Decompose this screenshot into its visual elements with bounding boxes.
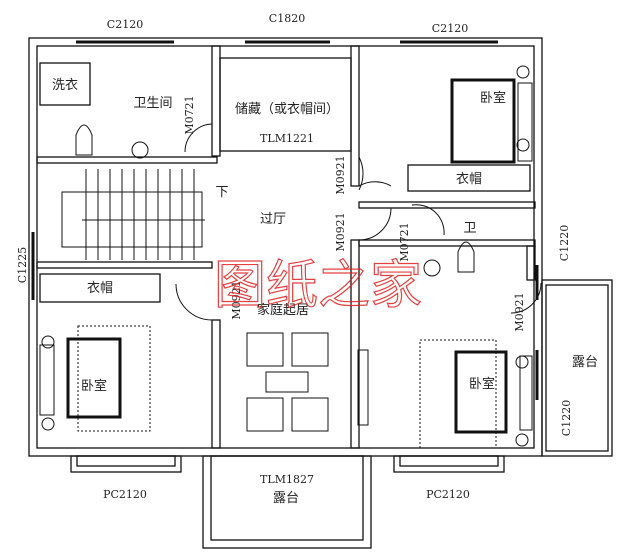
- bed-top-right: [450, 65, 533, 164]
- living-furniture: [246, 332, 329, 432]
- room-laundry: 洗衣: [52, 77, 78, 93]
- terrace-right: [541, 279, 613, 457]
- door-label-bedroom-tr-1: M0921: [334, 155, 347, 194]
- window-label-left: C1225: [16, 247, 29, 283]
- room-bedroom-left: 卧室: [81, 378, 107, 394]
- laundry-box: [39, 62, 91, 106]
- window-label-top-mid: C1820: [269, 12, 305, 25]
- door-label-storage: TLM1221: [260, 132, 314, 145]
- door-label-bath-right: M0721: [398, 222, 411, 261]
- interior-walls: [36, 45, 536, 449]
- door-label-balcony: TLM1827: [260, 473, 314, 486]
- terrace-right-inner: [545, 284, 609, 452]
- room-hall: 过厅: [260, 212, 286, 227]
- balcony-bottom-inner: [210, 455, 364, 541]
- bed-left: [39, 325, 151, 432]
- staircase: [61, 169, 205, 260]
- bed-right: [419, 339, 533, 449]
- bay-window-right: [393, 455, 505, 473]
- room-closet-right: 衣帽: [456, 171, 482, 187]
- door-label-bath-left: M0721: [183, 95, 196, 134]
- door-label-terrace-right: M0921: [513, 292, 526, 331]
- window-label-bottom-right: PC2120: [426, 488, 470, 501]
- window-label-right-upper: C1220: [558, 225, 571, 261]
- door-swings: [175, 123, 542, 321]
- window-label-right-lower: C1220: [560, 400, 573, 436]
- room-bath-right: 卫: [463, 221, 476, 236]
- room-living: 家庭起居: [257, 302, 309, 318]
- bay-window-left-inner: [76, 455, 176, 467]
- room-bedroom-right: 卧室: [469, 376, 495, 392]
- watermark: 图纸之家: [214, 256, 422, 316]
- bath-fixtures: [75, 124, 475, 277]
- window-label-top-left: C2120: [107, 18, 143, 31]
- bay-window-right-inner: [399, 455, 499, 467]
- door-label-bedroom-tr-2: M0921: [334, 212, 347, 251]
- closet-right: [407, 164, 531, 192]
- door-label-bedroom-left: M0921: [230, 280, 243, 319]
- room-bedroom-top-right: 卧室: [480, 90, 506, 106]
- window-label-bottom-left: PC2120: [103, 488, 147, 501]
- room-terrace-right: 露台: [572, 355, 598, 370]
- top-windows: [31, 40, 539, 400]
- room-bathroom: 卫生间: [133, 96, 172, 111]
- tv-cabinet: [357, 349, 369, 426]
- bay-window-left: [70, 455, 182, 473]
- room-terrace-bottom: 露台: [273, 491, 299, 506]
- inner-wall-line: [36, 45, 535, 449]
- closet-left: [39, 273, 161, 303]
- window-label-top-right: C2120: [432, 22, 468, 35]
- room-closet-left: 衣帽: [87, 280, 113, 296]
- room-storage: 储藏（或衣帽间）: [235, 101, 339, 117]
- stair-down-label: 下: [215, 185, 228, 200]
